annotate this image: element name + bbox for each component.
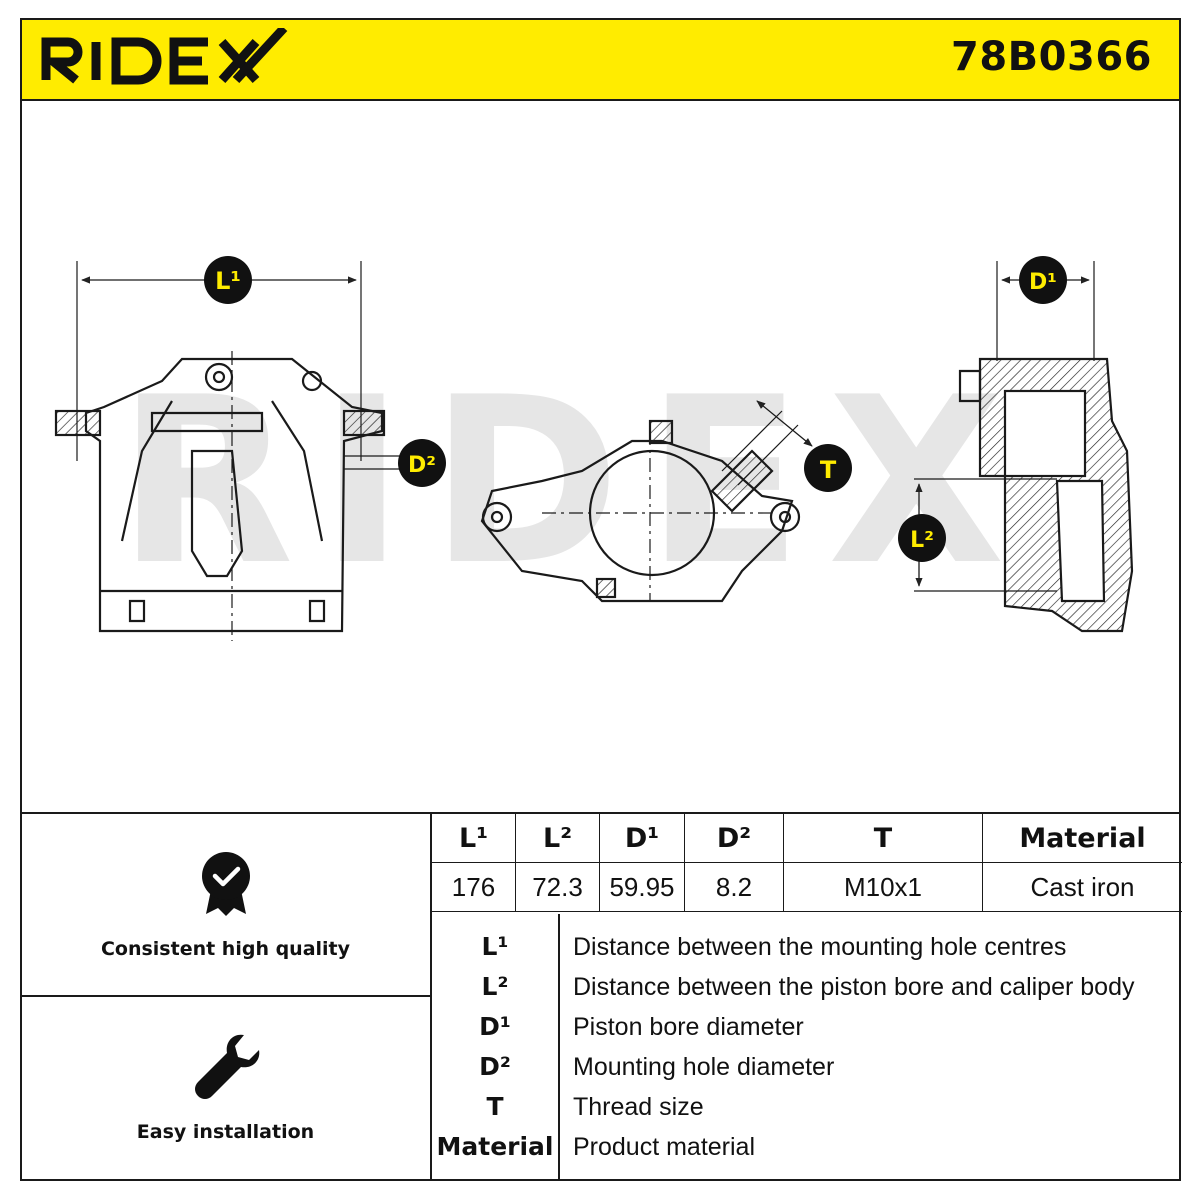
specs-header-cell: L² [515, 814, 600, 863]
legend-symbol: L¹ [481, 932, 509, 961]
badge-D2: D² [398, 439, 446, 487]
features-panel: Consistent high quality Easy installatio… [20, 814, 431, 1181]
badge-L1-text: L¹ [215, 267, 241, 295]
quality-badge-icon [202, 852, 250, 916]
feature-install: Easy installation [20, 997, 431, 1181]
legend-divider [558, 914, 560, 1181]
badge-T: T [804, 444, 852, 492]
specs-value-cell: 176 [432, 862, 516, 912]
specs-table: L¹ L² D¹ D² T Material 176 72.3 59.95 8.… [432, 814, 1182, 912]
specs-value-cell: 59.95 [599, 862, 685, 912]
ridex-logo [41, 28, 288, 85]
specs-value-cell: 8.2 [684, 862, 784, 912]
badge-D2-text: D² [408, 453, 436, 478]
section-divider [20, 812, 1181, 814]
technical-drawing: RIDEX L¹ D² [54, 256, 1134, 641]
specs-header-row: L¹ L² D¹ D² T Material [432, 814, 1182, 863]
specs-value-row: 176 72.3 59.95 8.2 M10x1 Cast iron [432, 862, 1182, 912]
legend-description: Piston bore diameter [573, 1013, 804, 1041]
specs-header-cell: D² [684, 814, 784, 863]
badge-D1-text: D¹ [1029, 270, 1057, 295]
panel-divider [430, 814, 432, 1181]
legend-row: L² Distance between the piston bore and … [432, 967, 1179, 1007]
badge-L1: L¹ [204, 256, 252, 304]
watermark-text: RIDEX [117, 349, 1030, 616]
badge-T-text: T [820, 456, 837, 484]
legend-row: Material Product material [432, 1127, 1179, 1167]
badge-L2: L² [898, 514, 946, 562]
legend-row: D¹ Piston bore diameter [432, 1007, 1179, 1047]
legend-symbol: Material [436, 1132, 554, 1161]
legend-row: D² Mounting hole diameter [432, 1047, 1179, 1087]
legend-row: T Thread size [432, 1087, 1179, 1127]
legend-symbol: D¹ [479, 1012, 511, 1041]
feature-quality: Consistent high quality [20, 814, 431, 997]
legend-description: Mounting hole diameter [573, 1053, 835, 1081]
badge-D1: D¹ [1019, 256, 1067, 304]
specs-header-cell: T [783, 814, 983, 863]
wrench-icon [195, 1034, 260, 1099]
legend-description: Product material [573, 1133, 756, 1161]
legend-description: Distance between the mounting hole centr… [573, 933, 1067, 961]
caliper-front-view [54, 261, 402, 641]
legend-description: Distance between the piston bore and cal… [573, 973, 1135, 1001]
part-number: 78B0366 [951, 34, 1152, 80]
specs-header-cell: L¹ [432, 814, 516, 863]
legend-symbol: T [486, 1092, 504, 1121]
legend-row: L¹ Distance between the mounting hole ce… [432, 927, 1179, 967]
header-bar [20, 18, 1181, 101]
feature-quality-label: Consistent high quality [100, 938, 351, 960]
badge-L2-text: L² [910, 528, 934, 553]
caliper-top-view [480, 400, 813, 603]
legend-symbol: L² [481, 972, 509, 1001]
specs-header-cell: Material [982, 814, 1182, 863]
legend-symbol: D² [479, 1052, 511, 1081]
legend: L¹ Distance between the mounting hole ce… [432, 914, 1179, 1181]
specs-header-cell: D¹ [599, 814, 685, 863]
legend-description: Thread size [573, 1093, 704, 1121]
feature-install-label: Easy installation [136, 1121, 315, 1143]
specs-value-cell: 72.3 [515, 862, 600, 912]
specs-value-cell: Cast iron [982, 862, 1182, 912]
specs-value-cell: M10x1 [783, 862, 983, 912]
